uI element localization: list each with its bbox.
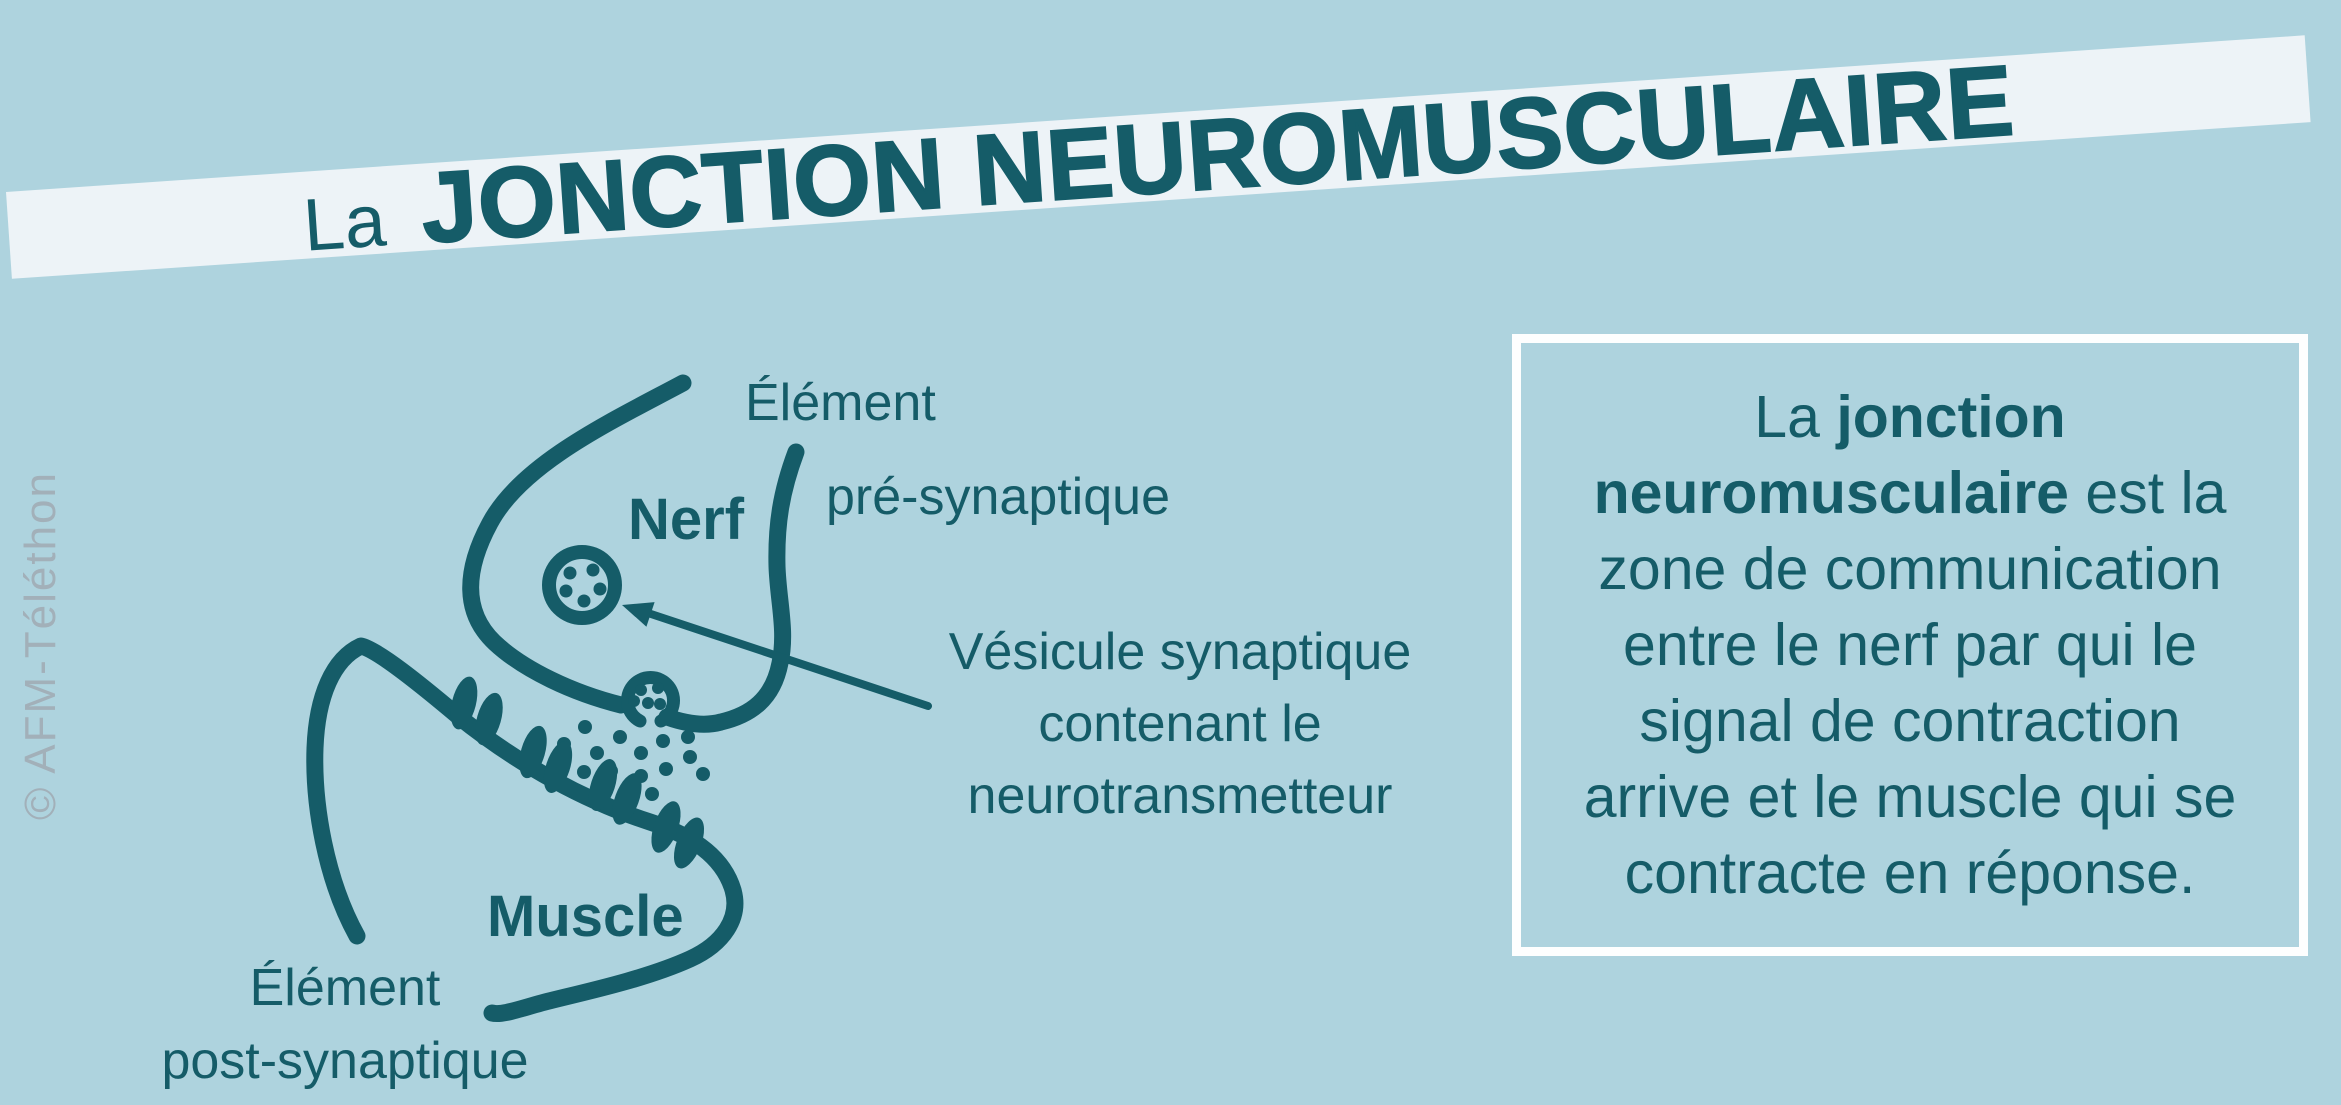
label-vesicle-line3: neurotransmetteur <box>967 767 1393 825</box>
label-vesicle: Vésicule synaptique contenant le neurotr… <box>940 616 1420 832</box>
label-postsynaptic: Élément post-synaptique <box>130 952 560 1098</box>
junctional-folds <box>450 676 705 869</box>
label-muscle: Muscle <box>487 884 684 949</box>
label-vesicle-line2: contenant le <box>1038 695 1322 753</box>
label-postsynaptic-line2: post-synaptique <box>161 1032 529 1090</box>
definition-text: La jonction neuromusculaire est la zone de… <box>1521 379 2299 911</box>
vesicle-arrow-head <box>622 602 655 627</box>
definition-line: entre le nerf par qui le <box>1623 612 2197 678</box>
label-nerve: Nerf <box>628 487 745 552</box>
vesicle-arrow-line <box>644 609 932 710</box>
definition-line: zone de communication <box>1598 536 2222 602</box>
label-postsynaptic-line1: Élément <box>249 959 441 1017</box>
muscle-outline <box>306 637 744 1023</box>
definition-line: contracte en réponse. <box>1624 840 2196 906</box>
synaptic-vesicle-icon <box>542 545 622 625</box>
label-vesicle-line1: Vésicule synaptique <box>948 623 1412 681</box>
fusing-vesicle-dots <box>628 682 666 710</box>
definition-box: La jonction neuromusculaire est la zone de… <box>1512 334 2308 956</box>
label-presynaptic-line2: pré-synaptique <box>826 468 1170 526</box>
label-presynaptic-line1: Élément <box>745 374 936 432</box>
definition-line: signal de contraction <box>1639 688 2181 754</box>
fusing-vesicle-icon <box>621 671 680 728</box>
synaptic-vesicle-dots <box>559 563 607 608</box>
definition-line: arrive et le muscle qui se <box>1583 764 2237 830</box>
nerve-outline-left <box>462 374 692 714</box>
definition-line: La jonction <box>1754 384 2066 450</box>
definition-line: neuromusculaire est la <box>1593 460 2227 526</box>
